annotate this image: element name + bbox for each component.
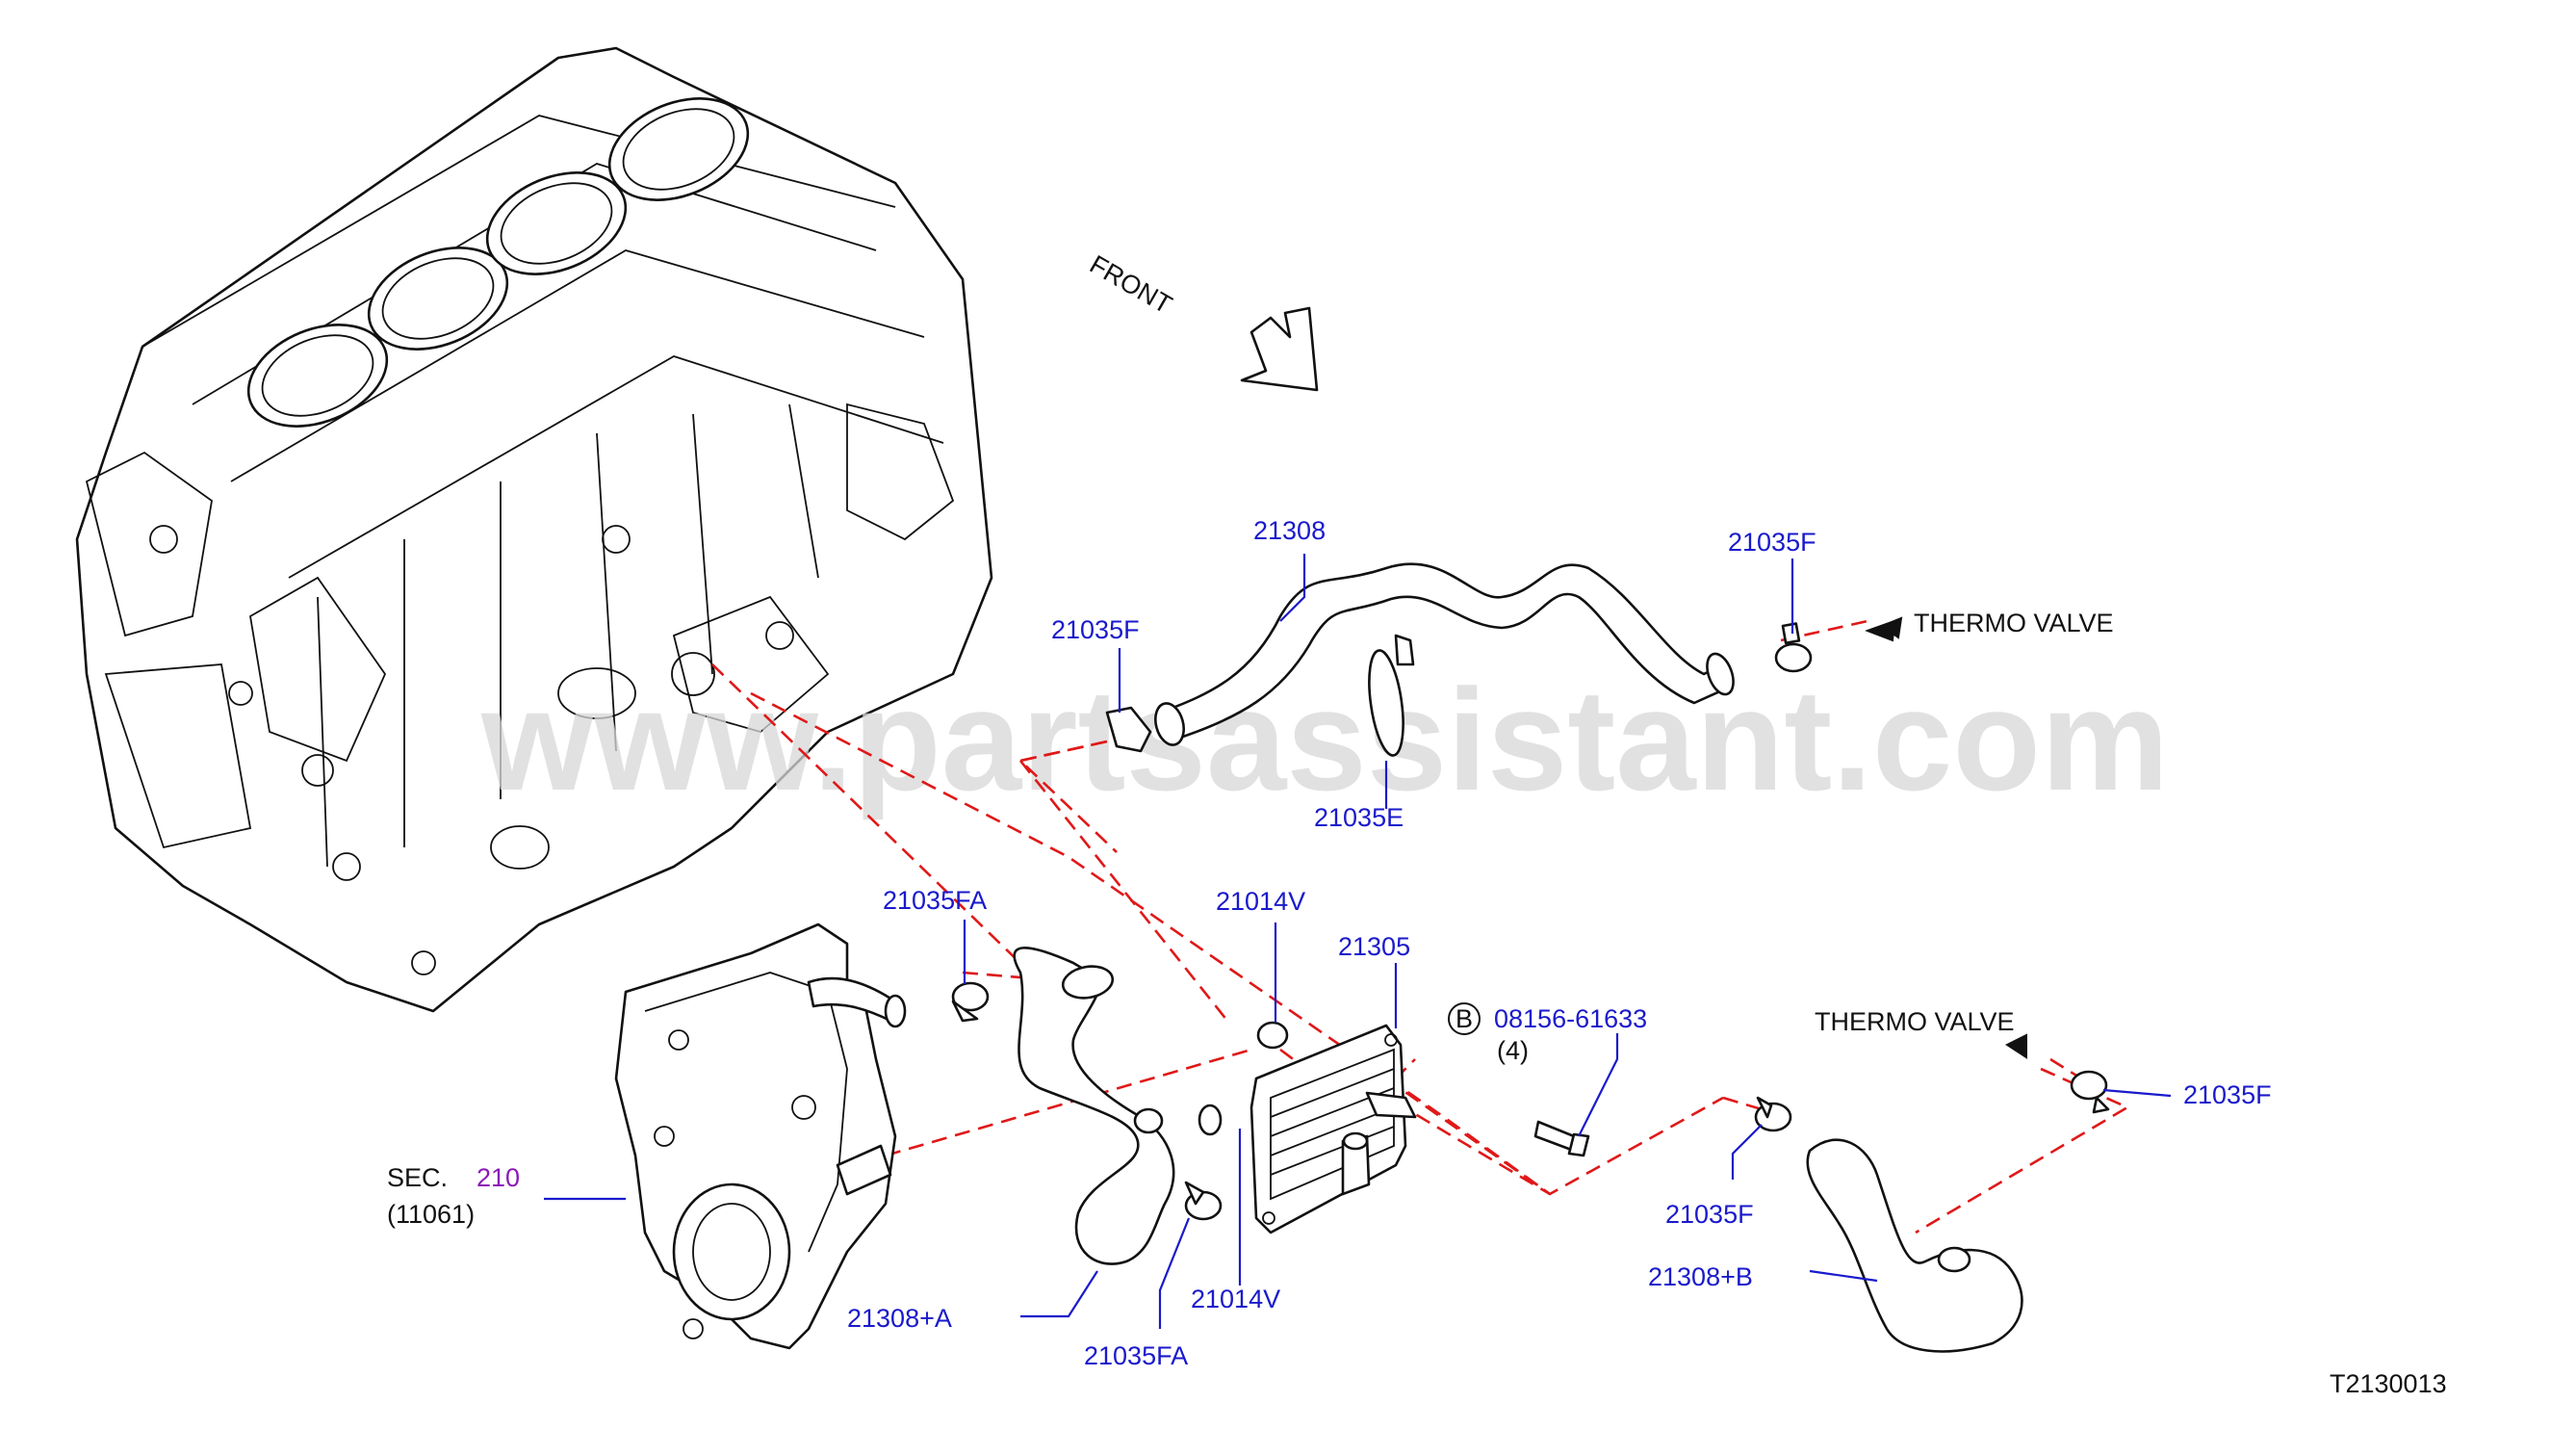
engine-block[interactable] — [75, 46, 993, 1013]
section-prefix: SEC. — [387, 1163, 448, 1192]
oil-cooler-21305[interactable] — [1249, 1024, 1417, 1234]
callout-21305[interactable]: 21305 — [1338, 932, 1410, 961]
callout-21014V-bottom[interactable]: 21014V — [1191, 1285, 1280, 1313]
clamp-21035F-upper-left[interactable] — [1105, 706, 1152, 753]
clamp-21035FA-bottom[interactable] — [1184, 1181, 1223, 1221]
section-210-link[interactable]: 210 — [477, 1163, 520, 1192]
callout-21035F-lower-mid[interactable]: 21035F — [1665, 1200, 1754, 1229]
clamp-21035E[interactable] — [1364, 634, 1415, 758]
seal-21014V-bottom[interactable] — [1198, 1104, 1223, 1136]
leader-lines — [544, 554, 2172, 1329]
front-label: FRONT — [1085, 249, 1177, 319]
hose-21308-B[interactable] — [1806, 1138, 2023, 1353]
thermo-valve-upper: THERMO VALVE — [1914, 609, 2114, 637]
clamp-21035FA-top[interactable] — [951, 981, 990, 1023]
hose-21308-A[interactable] — [1013, 947, 1175, 1265]
clamp-21035F-upper-right[interactable] — [1774, 622, 1813, 673]
callout-21035F-upper-right[interactable]: 21035F — [1728, 528, 1816, 557]
callout-21014V-top[interactable]: 21014V — [1216, 887, 1305, 916]
callout-21035F-lower-right[interactable]: 21035F — [2183, 1080, 2272, 1109]
callout-21035FA-top[interactable]: 21035FA — [883, 886, 987, 915]
callout-21308-B[interactable]: 21308+B — [1648, 1262, 1753, 1291]
hose-21308[interactable] — [1151, 562, 1739, 748]
bolt-marker-letter: B — [1455, 1004, 1473, 1033]
bolt-marker-circle — [1448, 1002, 1481, 1035]
clamp-21035F-lower-right[interactable] — [2070, 1070, 2110, 1114]
callout-21035FA-bottom[interactable]: 21035FA — [1084, 1341, 1188, 1370]
thermo-valve-lower: THERMO VALVE — [1815, 1007, 2015, 1036]
bolt-08156-61633[interactable] — [1533, 1120, 1590, 1157]
watermark: www.partsassistant.com — [480, 659, 2169, 820]
thermo-arrow-lower-icon — [2004, 1033, 2027, 1059]
callout-21308[interactable]: 21308 — [1253, 516, 1326, 545]
callout-21035E[interactable]: 21035E — [1314, 803, 1404, 832]
bolt-quantity: (4) — [1497, 1036, 1529, 1065]
seal-21014V-top[interactable] — [1256, 1021, 1289, 1050]
callout-21035F-upper-left[interactable]: 21035F — [1051, 615, 1140, 644]
callout-08156-61633[interactable]: 08156-61633 — [1494, 1004, 1647, 1033]
thermo-arrow-upper-icon — [1865, 616, 1903, 642]
timing-cover[interactable] — [614, 922, 907, 1350]
diagram-code: T2130013 — [2330, 1369, 2447, 1398]
callout-21308-A[interactable]: 21308+A — [847, 1304, 952, 1333]
clamp-21035F-lower-mid[interactable] — [1754, 1096, 1792, 1132]
front-arrow-icon — [1240, 306, 1319, 392]
section-ref: (11061) — [387, 1200, 475, 1229]
